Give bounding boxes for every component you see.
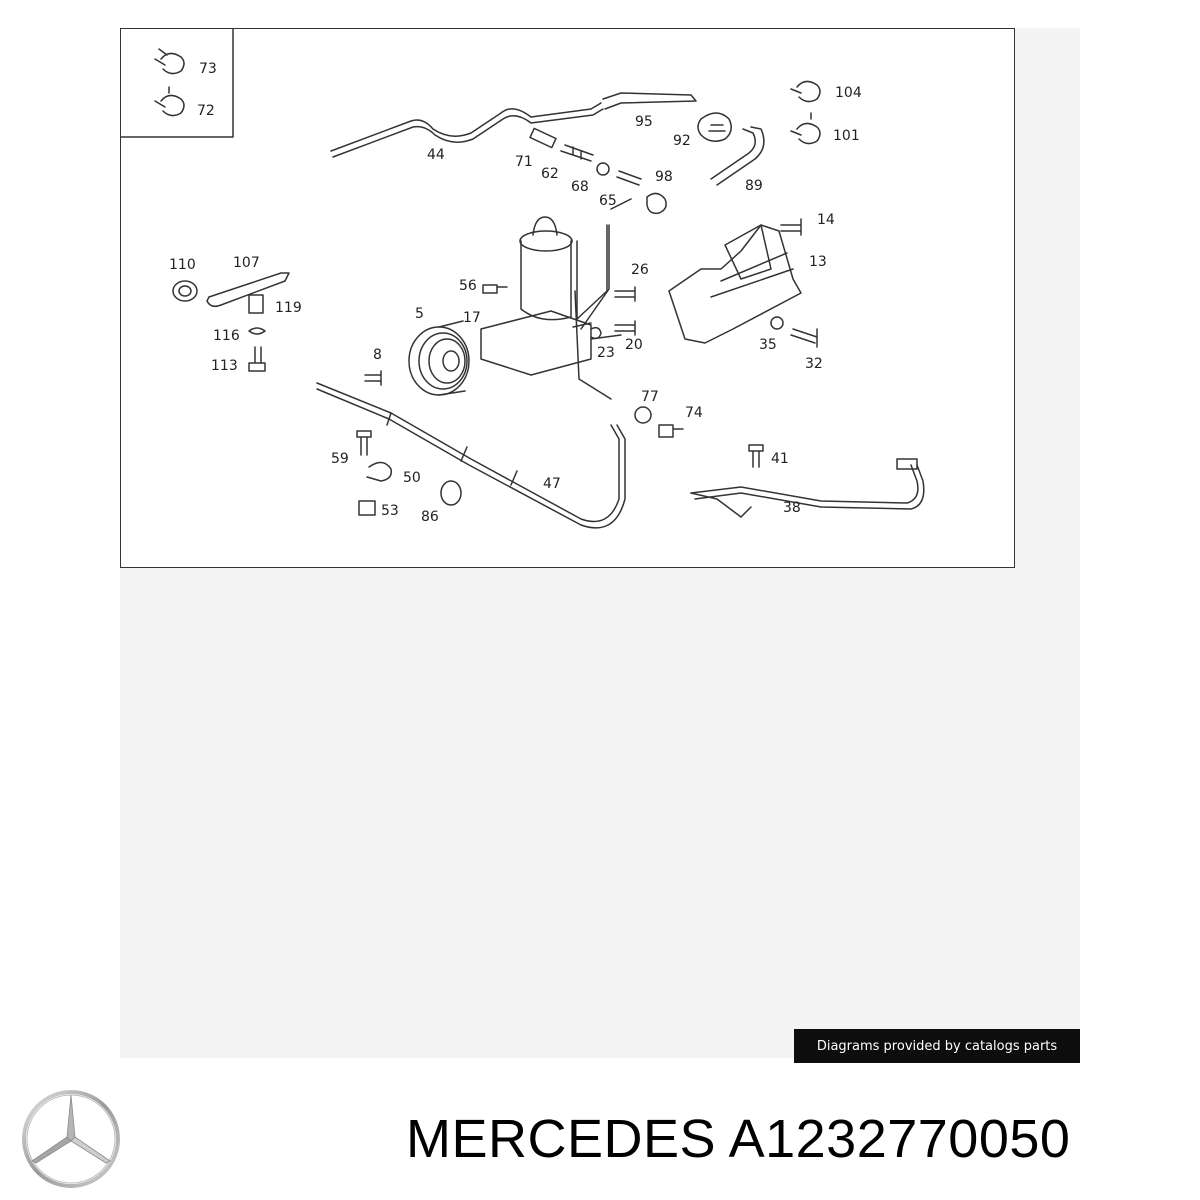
- mercedes-star-logo-icon: [20, 1088, 122, 1194]
- bolt-part-41: [748, 444, 764, 468]
- part-label: 20: [625, 337, 643, 353]
- part-label: 41: [771, 451, 789, 467]
- inset-box-border: [121, 29, 234, 138]
- parts-diagram: 73 72 104 101 44 95 92 71 62 68 98 65 89…: [120, 28, 1015, 568]
- filter-part-92: [697, 112, 732, 142]
- part-label: 38: [783, 500, 801, 516]
- part-number-labels: 73 72 104 101 44 95 92 71 62 68 98 65 89…: [169, 61, 862, 525]
- part-label: 35: [759, 337, 777, 353]
- part-label: 8: [373, 347, 382, 363]
- hose-part-44: [330, 102, 604, 158]
- hose-part-95: [602, 92, 697, 110]
- part-label: 92: [673, 133, 691, 149]
- clip-part-73: [154, 48, 185, 75]
- pipe-part-38: [690, 458, 925, 518]
- seal-part-110: [172, 280, 198, 302]
- parts-diagram-drawing: 73 72 104 101 44 95 92 71 62 68 98 65 89…: [121, 29, 925, 529]
- part-label: 23: [597, 345, 615, 361]
- washer-part-77: [634, 406, 652, 424]
- part-number: A1232770050: [728, 1109, 1071, 1169]
- pulley-part-5: [408, 320, 470, 396]
- part-label: 44: [427, 147, 445, 163]
- part-label: 113: [211, 358, 238, 374]
- part-label: 17: [463, 310, 481, 326]
- fitting-parts-71-62-68-65-98: [529, 127, 667, 215]
- clamp-part-50: [366, 461, 393, 482]
- part-label: 101: [833, 128, 860, 144]
- part-label: 116: [213, 328, 240, 344]
- clip-part-101: [790, 112, 821, 145]
- bolt-parts: [364, 284, 636, 386]
- part-label: 56: [459, 278, 477, 294]
- bushing-part-53: [358, 500, 376, 516]
- part-label: 50: [403, 470, 421, 486]
- product-title: MERCEDES A1232770050: [406, 1108, 1070, 1170]
- reservoir-leader: [610, 198, 632, 210]
- part-label: 110: [169, 257, 196, 273]
- part-label: 72: [197, 103, 215, 119]
- bolt-part-14: [780, 218, 802, 236]
- clip-part-104: [790, 80, 821, 103]
- part-label: 77: [641, 389, 659, 405]
- part-label: 104: [835, 85, 862, 101]
- bracket-part-13: [668, 224, 802, 344]
- clip-part-72: [154, 86, 185, 117]
- reservoir-line: [580, 224, 610, 330]
- bolt-part-74: [658, 424, 684, 438]
- washer-part-35: [770, 316, 784, 330]
- part-label: 68: [571, 179, 589, 195]
- part-label: 89: [745, 178, 763, 194]
- part-label: 74: [685, 405, 703, 421]
- part-label: 5: [415, 306, 424, 322]
- part-label: 26: [631, 262, 649, 278]
- brand-name: MERCEDES: [406, 1109, 717, 1169]
- part-label: 53: [381, 503, 399, 519]
- link-part-107: [206, 272, 290, 308]
- hose-part-89: [710, 126, 765, 186]
- hose-part-47: [316, 290, 626, 529]
- part-label: 13: [809, 254, 827, 270]
- part-label: 62: [541, 166, 559, 182]
- bolt-part-32: [790, 328, 818, 348]
- bolt-part-59: [356, 430, 372, 456]
- part-label: 65: [599, 193, 617, 209]
- part-label: 59: [331, 451, 349, 467]
- part-label: 71: [515, 154, 533, 170]
- part-label: 95: [635, 114, 653, 130]
- bushing-part-119: [248, 294, 264, 314]
- part-label: 47: [543, 476, 561, 492]
- bolt-part-113: [248, 346, 266, 372]
- diagram-credit-text: Diagrams provided by catalogs parts: [816, 1038, 1058, 1054]
- part-label: 32: [805, 356, 823, 372]
- part-label: 14: [817, 212, 835, 228]
- washer-part-116: [248, 327, 266, 335]
- part-label: 73: [199, 61, 217, 77]
- part-label: 107: [233, 255, 260, 271]
- grommet-part-86: [440, 480, 462, 506]
- part-label: 119: [275, 300, 302, 316]
- part-label: 86: [421, 509, 439, 525]
- part-label: 98: [655, 169, 673, 185]
- diagram-credit-banner: Diagrams provided by catalogs parts: [794, 1029, 1080, 1063]
